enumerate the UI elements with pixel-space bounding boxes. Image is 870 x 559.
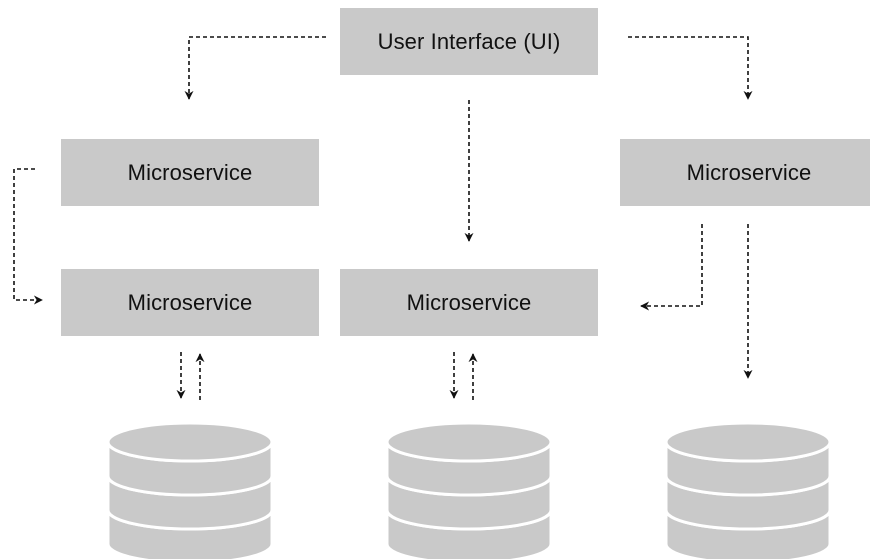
microservice-top-right-label: Microservice xyxy=(686,159,812,185)
database-top xyxy=(664,421,832,463)
user-interface-box: User Interface (UI) xyxy=(340,8,598,75)
microservice-top-left-box: Microservice xyxy=(61,139,319,206)
microservice-bottom-left-label: Microservice xyxy=(127,289,253,315)
user-interface-label: User Interface (UI) xyxy=(377,28,561,54)
microservice-bottom-center-label: Microservice xyxy=(406,289,532,315)
database-right-icon xyxy=(664,421,832,559)
arrow-left-service-to-lower-service xyxy=(13,168,43,305)
database-top xyxy=(385,421,553,463)
arrow-right-service-to-center-service xyxy=(640,224,703,311)
database-center-icon xyxy=(385,421,553,559)
arrow-ui-to-left-service xyxy=(184,36,326,100)
microservice-top-left-label: Microservice xyxy=(127,159,253,185)
microservice-bottom-left-box: Microservice xyxy=(61,269,319,336)
database-top xyxy=(106,421,274,463)
microservice-bottom-center-box: Microservice xyxy=(340,269,598,336)
arrow-ui-to-right-service xyxy=(628,36,753,100)
microservice-top-right-box: Microservice xyxy=(620,139,870,206)
database-left-icon xyxy=(106,421,274,559)
